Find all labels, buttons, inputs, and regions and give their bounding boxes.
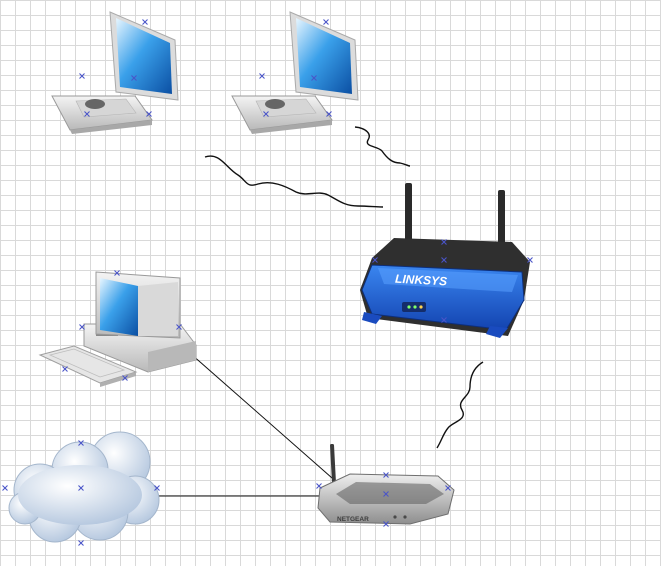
link-router-to-modem[interactable] bbox=[436, 361, 484, 449]
router-brand-label: LINKSYS bbox=[395, 272, 448, 289]
modem-brand-label: NETGEAR bbox=[337, 516, 369, 523]
wireless-router[interactable]: LINKSYS bbox=[360, 183, 534, 338]
internet-cloud[interactable] bbox=[1, 431, 161, 547]
laptop-2[interactable] bbox=[231, 11, 359, 134]
laptop-1[interactable] bbox=[51, 11, 179, 134]
link-desktop-to-modem[interactable] bbox=[190, 353, 341, 486]
modem[interactable]: NETGEAR bbox=[315, 443, 455, 528]
desktop-computer[interactable] bbox=[38, 269, 197, 388]
link-laptop-2-to-router[interactable] bbox=[354, 126, 411, 167]
link-laptop-1-to-router[interactable] bbox=[204, 155, 384, 208]
